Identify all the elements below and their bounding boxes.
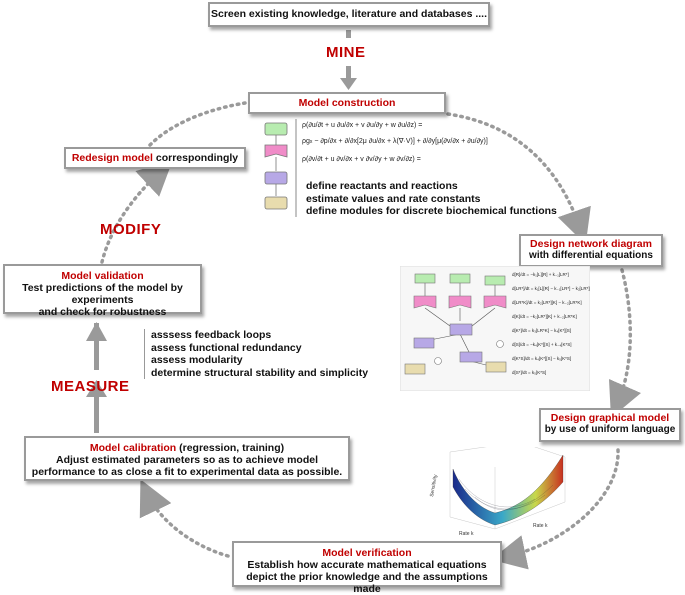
design-network-title: Design network diagram (530, 238, 652, 250)
navier-equations: ρ(∂u/∂t + u ∂u/∂x + v ∂u/∂y + w ∂u/∂z) =… (302, 122, 488, 163)
construction-figure: ρ(∂u/∂t + u ∂u/∂x + v ∂u/∂y + w ∂u/∂z) =… (264, 119, 488, 217)
svg-text:d[LR*K]/dt = k₂[LR*][K] − k₋₂[: d[LR*K]/dt = k₂[LR*][K] − k₋₂[LR*K] (512, 300, 582, 305)
svg-text:d[K*S]/dt = k₄[K*][S] − k₅[K*S: d[K*S]/dt = k₄[K*][S] − k₅[K*S] (512, 356, 571, 361)
model-validation-line2-prefix: and check for (38, 306, 110, 318)
design-network-box: Design network diagram with differential… (519, 234, 663, 267)
model-calibration-title: Model calibration (89, 442, 177, 454)
redesign-box: Redesign model correspondingly (64, 147, 246, 169)
svg-text:ρ(∂v/∂t + u ∂v/∂x + v ∂v/∂y +: ρ(∂v/∂t + u ∂v/∂x + v ∂v/∂y + w ∂v/∂z) = (302, 156, 421, 163)
svg-text:d[S*]/dt = k₅[K*S]: d[S*]/dt = k₅[K*S] (512, 370, 546, 375)
model-calibration-line1: Adjust estimated parameters so as to ach… (55, 454, 318, 466)
design-graphical-subtitle: by use of uniform language (544, 424, 676, 435)
surface-zlabel: Sensitivity (429, 474, 439, 498)
validation-bullet-1: asssess feedback loops (151, 329, 272, 341)
top-screen-box: Screen existing knowledge, literature an… (208, 2, 490, 27)
validation-bullets: asssess feedback loops assess functional… (144, 329, 368, 379)
redesign-title: Redesign model (71, 152, 153, 164)
model-verification-title: Model verification (322, 547, 412, 559)
design-graphical-title: Design graphical model (550, 412, 670, 424)
model-validation-robustness: robustness (109, 306, 167, 318)
construction-bullet-2: estimate values and rate constants (306, 192, 481, 205)
network-figure: d[R]/dt = −k₁[L][R] + k₋₁[LR*] d[LR*]/dt… (400, 266, 590, 391)
arrow-network-to-graphical (608, 268, 642, 419)
model-calibration-suffix: (regression, training) (176, 442, 285, 454)
svg-text:d[K*]/dt = k₃[LR*K] − k₄[K*][S: d[K*]/dt = k₃[LR*K] − k₄[K*][S] (512, 328, 571, 333)
construction-bullet-3: define modules for discrete biochemical … (306, 205, 557, 217)
stage-measure: MEASURE (51, 378, 130, 395)
top-screen-text: Screen existing knowledge, literature an… (210, 8, 487, 20)
svg-text:d[LR*]/dt = k₁[L][R] − k₋₁[LR*: d[LR*]/dt = k₁[L][R] − k₋₁[LR*] − k₂[LR*… (512, 286, 590, 291)
sensitivity-surface-plot: Sensitivity Rate k Rate k (429, 447, 566, 537)
surface-ylabel: Rate k (533, 523, 548, 529)
arrow-validation-to-redesign (100, 160, 173, 264)
validation-bullet-4: determine structural stability and simpl… (151, 366, 369, 379)
model-validation-line1: Test predictions of the model by experim… (22, 282, 183, 306)
model-verification-box: Model verification Establish how accurat… (232, 541, 502, 595)
model-verification-line2: depict the prior knowledge and the assum… (246, 571, 488, 595)
construction-bullet-1: define reactants and reactions (306, 180, 458, 192)
svg-text:d[S]/dt = −k₄[K*][S] + k₋₄[K*S: d[S]/dt = −k₄[K*][S] + k₋₄[K*S] (512, 342, 571, 347)
arrow-verification-to-calibration (139, 479, 230, 558)
arrow-redesign-to-construction (148, 101, 247, 147)
validation-bullet-2: assess functional redundancy (151, 341, 302, 354)
svg-text:ρ(∂u/∂t + u ∂u/∂x + v ∂u/∂y +: ρ(∂u/∂t + u ∂u/∂x + v ∂u/∂y + w ∂u/∂z) = (302, 122, 422, 129)
redesign-suffix: correspondingly (152, 152, 239, 164)
model-verification-line1: Establish how accurate mathematical equa… (247, 559, 487, 571)
mini-flowchart (264, 122, 288, 210)
stage-modify: MODIFY (100, 221, 162, 238)
model-calibration-line2: performance to as close a fit to experim… (31, 466, 343, 478)
design-graphical-box: Design graphical model by use of uniform… (539, 408, 681, 442)
model-validation-title: Model validation (61, 270, 144, 282)
svg-text:ρgx − ∂p/∂x + ∂/∂x[2μ ∂u/∂x +: ρgx − ∂p/∂x + ∂/∂x[2μ ∂u/∂x + λ(∇·V)] + … (302, 138, 488, 145)
stage-mine: MINE (326, 44, 366, 61)
svg-text:d[K]/dt = −k₂[LR*][K] + k₋₂[LR: d[K]/dt = −k₂[LR*][K] + k₋₂[LR*K] (512, 314, 577, 319)
svg-text:d[R]/dt = −k₁[L][R] + k₋₁[LR*]: d[R]/dt = −k₁[L][R] + k₋₁[LR*] (512, 272, 569, 277)
arrow-graphical-to-verification (490, 448, 620, 570)
model-calibration-box: Model calibration (regression, training)… (24, 436, 350, 481)
construction-bullets: define reactants and reactions estimate … (306, 180, 557, 218)
surface-mesh (452, 454, 564, 526)
surface-xlabel: Rate k (459, 531, 474, 537)
design-network-subtitle: with differential equations (529, 250, 653, 261)
validation-bullet-3: assess modularity (151, 354, 243, 366)
model-validation-box: Model validation Test predictions of the… (3, 264, 202, 318)
model-construction-box: Model construction (248, 92, 446, 114)
model-construction-title: Model construction (298, 97, 396, 109)
arrow-construction-to-network (446, 112, 591, 245)
